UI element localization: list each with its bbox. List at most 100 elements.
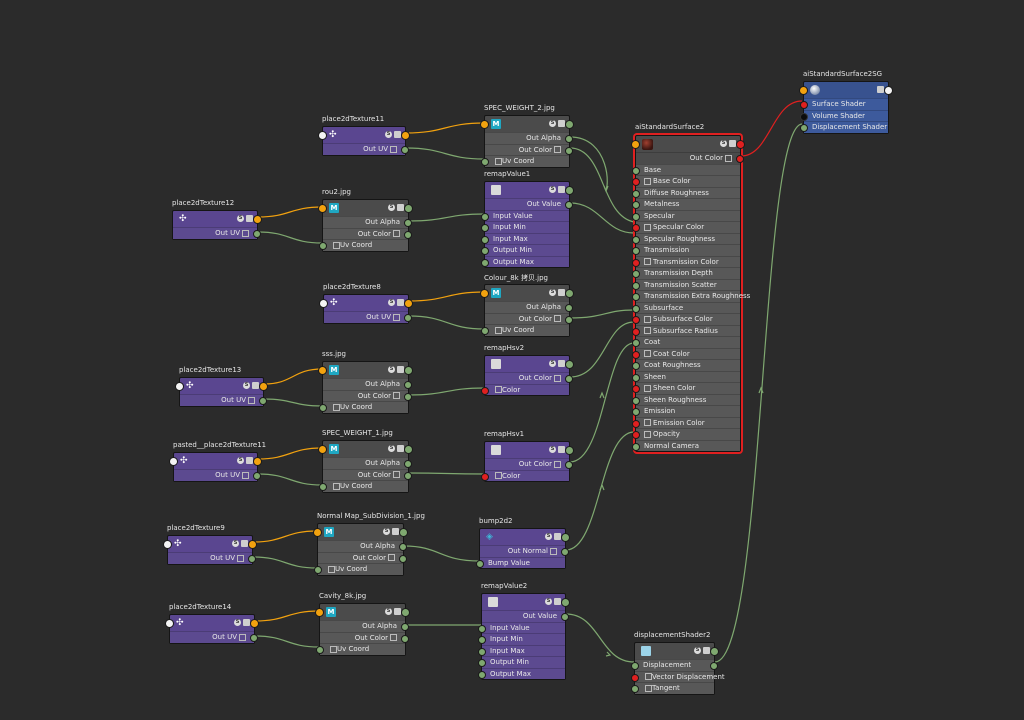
shader-attribute-row[interactable]: Base Color [632, 175, 740, 187]
output-port[interactable] [253, 215, 262, 224]
output-port[interactable] [404, 299, 413, 308]
uv-input-port[interactable] [480, 289, 489, 298]
input-port[interactable] [632, 442, 640, 451]
message-port[interactable] [175, 382, 184, 391]
output-port[interactable] [399, 554, 407, 563]
output-port[interactable] [710, 647, 719, 656]
output-port[interactable] [565, 186, 574, 195]
output-port[interactable] [565, 315, 573, 324]
output-port[interactable] [404, 392, 412, 401]
output-port[interactable] [399, 528, 408, 537]
expand-icon[interactable] [495, 472, 502, 479]
expand-icon[interactable] [554, 146, 561, 153]
shader-attribute-row[interactable]: Emission Color [632, 416, 740, 428]
layout-toggle-icon[interactable] [703, 647, 710, 654]
output-port[interactable] [561, 533, 570, 542]
expand-icon[interactable] [333, 241, 340, 249]
layout-toggle-icon[interactable] [246, 215, 253, 222]
input-port[interactable] [632, 339, 640, 347]
shader-attribute-row[interactable]: Specular Color [632, 221, 740, 233]
expand-icon[interactable] [644, 430, 651, 438]
layout-toggle-icon[interactable] [558, 289, 565, 296]
input-port[interactable] [319, 404, 327, 412]
output-port[interactable] [404, 445, 413, 454]
swatch-toggle-icon[interactable]: S [237, 457, 244, 464]
output-port[interactable] [401, 608, 410, 617]
shader-attribute-row[interactable]: Subsurface Color [632, 313, 740, 325]
output-port[interactable] [565, 360, 574, 369]
place2d-node[interactable]: place2dTexture14 ✣ S Out UV [165, 603, 259, 644]
message-port[interactable] [799, 86, 808, 95]
swatch-toggle-icon[interactable]: S [232, 540, 239, 547]
output-port[interactable] [248, 555, 256, 563]
input-port[interactable] [478, 670, 486, 679]
output-port[interactable] [404, 204, 413, 213]
swatch-toggle-icon[interactable]: S [549, 446, 556, 453]
uv-input-port[interactable] [318, 366, 327, 375]
input-port[interactable] [632, 235, 640, 244]
file-texture-node[interactable]: Cavity_8k.jpg M S Out Alpha Out Color Uv… [315, 592, 410, 656]
swatch-toggle-icon[interactable]: S [545, 598, 552, 605]
swatch-toggle-icon[interactable]: S [237, 215, 244, 222]
layout-toggle-icon[interactable] [554, 598, 561, 605]
input-port[interactable] [632, 385, 640, 393]
output-port[interactable] [404, 471, 412, 480]
expand-icon[interactable] [645, 673, 652, 680]
input-port[interactable] [478, 624, 486, 633]
output-port[interactable] [248, 540, 257, 549]
input-port[interactable] [632, 362, 640, 370]
output-port[interactable] [253, 472, 261, 480]
swatch-toggle-icon[interactable]: S [388, 366, 395, 373]
shader-attribute-row[interactable]: Coat [632, 336, 740, 348]
uv-input-port[interactable] [318, 204, 327, 213]
layout-toggle-icon[interactable] [394, 608, 401, 615]
expand-icon[interactable] [644, 315, 651, 323]
expand-icon[interactable] [388, 554, 395, 561]
shader-attribute-row[interactable]: Subsurface [632, 301, 740, 313]
output-port[interactable] [259, 382, 268, 391]
layout-toggle-icon[interactable] [397, 204, 404, 211]
shader-attribute-row[interactable]: Transmission Scatter [632, 278, 740, 290]
input-port[interactable] [319, 242, 327, 250]
input-port[interactable] [800, 112, 808, 121]
input-port[interactable] [800, 101, 808, 109]
shader-attribute-row[interactable]: Specular [632, 209, 740, 221]
input-port[interactable] [632, 293, 640, 301]
expand-icon[interactable] [242, 471, 249, 479]
output-port[interactable] [401, 634, 409, 643]
input-port[interactable] [481, 224, 489, 232]
input-port[interactable] [481, 247, 489, 255]
uv-input-port[interactable] [315, 608, 324, 617]
layout-toggle-icon[interactable] [252, 382, 259, 389]
expand-icon[interactable] [248, 396, 255, 404]
expand-icon[interactable] [554, 460, 561, 468]
uv-input-port[interactable] [480, 120, 489, 129]
input-port[interactable] [631, 685, 639, 693]
place2d-node[interactable]: place2dTexture8 ✣ S Out UV [319, 283, 413, 324]
file-texture-node[interactable]: sss.jpg M S Out Alpha Out Color Uv Coord [318, 350, 413, 414]
output-port[interactable] [736, 140, 745, 149]
output-port[interactable] [565, 304, 573, 312]
remap-value-node[interactable]: remapValue2 S Out Value Input Value Inpu… [478, 582, 570, 680]
layout-toggle-icon[interactable] [729, 140, 736, 147]
message-port[interactable] [318, 131, 327, 140]
layout-toggle-icon[interactable] [877, 86, 884, 93]
output-port[interactable] [253, 230, 261, 238]
shader-attribute-row[interactable]: Sheen [632, 370, 740, 382]
swatch-toggle-icon[interactable]: S [383, 528, 390, 535]
expand-icon[interactable] [333, 482, 340, 490]
output-port[interactable] [404, 219, 412, 227]
expand-icon[interactable] [393, 230, 400, 237]
layout-toggle-icon[interactable] [397, 445, 404, 452]
swatch-toggle-icon[interactable]: S [549, 289, 556, 296]
output-port[interactable] [401, 623, 409, 631]
swatch-toggle-icon[interactable]: S [385, 608, 392, 615]
shader-attribute-row[interactable]: Sheen Color [632, 382, 740, 394]
shader-attribute-row[interactable]: Emission [632, 405, 740, 417]
output-port[interactable] [404, 314, 412, 322]
remap-hsv-node[interactable]: remapHsv2 S Out Color Color [481, 344, 574, 396]
shader-attribute-row[interactable]: Transmission Depth [632, 267, 740, 279]
remap-value-node[interactable]: remapValue1 S Out Value Input Value Inpu… [481, 170, 574, 268]
input-port[interactable] [632, 201, 640, 209]
